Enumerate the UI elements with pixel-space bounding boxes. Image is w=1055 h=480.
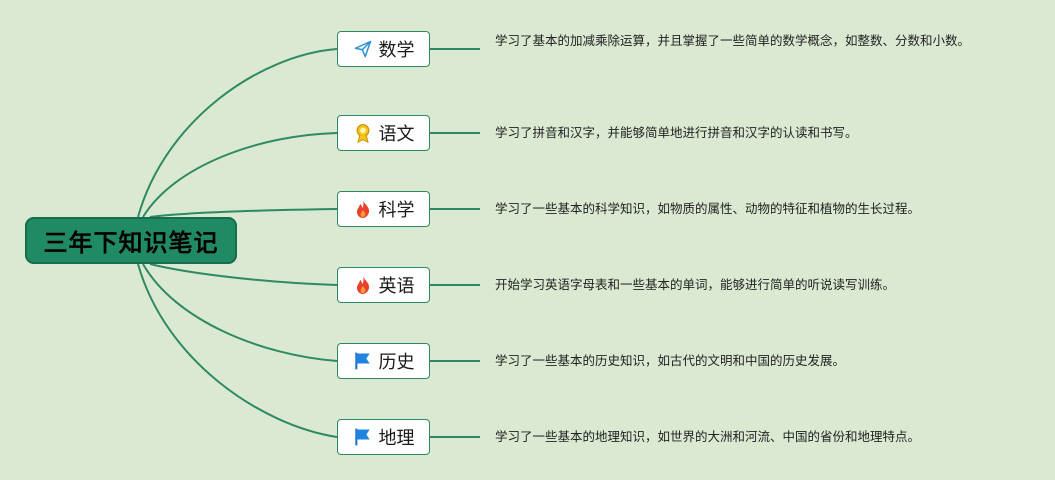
topic-english-label: 英语 xyxy=(378,276,415,297)
connector-math xyxy=(137,48,338,218)
topic-science[interactable]: 科学 xyxy=(337,191,430,227)
topic-chinese-label: 语文 xyxy=(378,124,415,145)
connector-science xyxy=(149,208,338,218)
root-title: 三年下知识笔记 xyxy=(43,229,219,257)
topic-chinese[interactable]: 语文 xyxy=(337,115,430,151)
connector-history xyxy=(142,263,338,362)
desc-science: 学习了一些基本的科学知识，如物质的属性、动物的特征和植物的生长过程。 xyxy=(495,201,921,216)
connector-english xyxy=(149,263,338,286)
topic-geography-label: 地理 xyxy=(378,428,415,449)
topic-geography[interactable]: 地理 xyxy=(337,419,430,455)
award-medal-icon xyxy=(353,123,373,143)
desc-chinese: 学习了拼音和汉字，并能够简单地进行拼音和汉字的认读和书写。 xyxy=(495,125,858,140)
fire-icon xyxy=(353,275,373,295)
topic-english[interactable]: 英语 xyxy=(337,267,430,303)
desc-math: 学习了基本的加减乘除运算，并且掌握了一些简单的数学概念，如整数、分数和小数。 xyxy=(495,33,971,48)
desc-english: 开始学习英语字母表和一些基本的单词，能够进行简单的听说读写训练。 xyxy=(495,277,896,292)
connector-geography xyxy=(137,263,338,438)
flag-icon xyxy=(353,427,373,447)
topic-math-label: 数学 xyxy=(378,40,415,61)
paper-plane-icon xyxy=(353,39,373,59)
desc-history: 学习了一些基本的历史知识，如古代的文明和中国的历史发展。 xyxy=(495,353,846,368)
topic-history[interactable]: 历史 xyxy=(337,343,430,379)
fire-icon xyxy=(353,199,373,219)
connector-chinese xyxy=(142,132,338,218)
topic-science-label: 科学 xyxy=(378,200,415,221)
topic-history-label: 历史 xyxy=(378,352,415,373)
topic-math[interactable]: 数学 xyxy=(337,31,430,67)
flag-icon xyxy=(353,351,373,371)
desc-geography: 学习了一些基本的地理知识，如世界的大洲和河流、中国的省份和地理特点。 xyxy=(495,429,921,444)
root-topic[interactable]: 三年下知识笔记 xyxy=(25,217,237,264)
